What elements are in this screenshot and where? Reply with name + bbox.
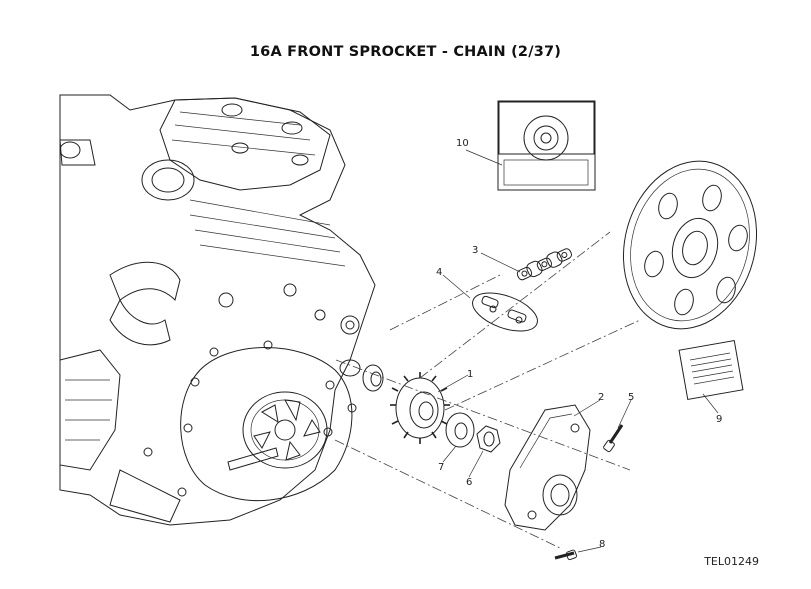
part-7-lock-washer — [445, 412, 475, 448]
part-5-bolt — [603, 424, 624, 453]
part-6-nut — [476, 425, 501, 453]
callout-8: 8 — [599, 539, 605, 550]
callout-2: 2 — [598, 392, 604, 403]
callout-10: 10 — [456, 138, 469, 149]
callout-1: 1 — [467, 369, 473, 380]
callout-4: 4 — [436, 267, 442, 278]
part-9-rear-sprocket — [622, 160, 758, 401]
reference-code: TEL01249 — [704, 555, 759, 568]
callout-9: 9 — [716, 414, 722, 425]
engine-block-illustration — [59, 94, 376, 526]
assembly-lines — [334, 231, 641, 549]
callout-numbers: 10 3 4 1 2 5 7 6 8 9 — [436, 138, 722, 550]
diagram-title: 16A FRONT SPROCKET - CHAIN (2/37) — [249, 44, 562, 60]
part-3-chain-links — [516, 248, 572, 281]
spacer-bushing — [362, 364, 384, 392]
callout-leaders — [437, 149, 719, 553]
callout-3: 3 — [472, 245, 478, 256]
callout-6: 6 — [466, 477, 472, 488]
part-1-front-sprocket — [390, 372, 450, 444]
part-8-bolt — [554, 549, 578, 561]
part-10-chain-guide-inset — [497, 100, 596, 191]
part-4-master-link-kit — [472, 292, 538, 332]
callout-7: 7 — [438, 462, 444, 473]
part-2-sprocket-cover — [504, 404, 591, 531]
callout-5: 5 — [628, 392, 634, 403]
